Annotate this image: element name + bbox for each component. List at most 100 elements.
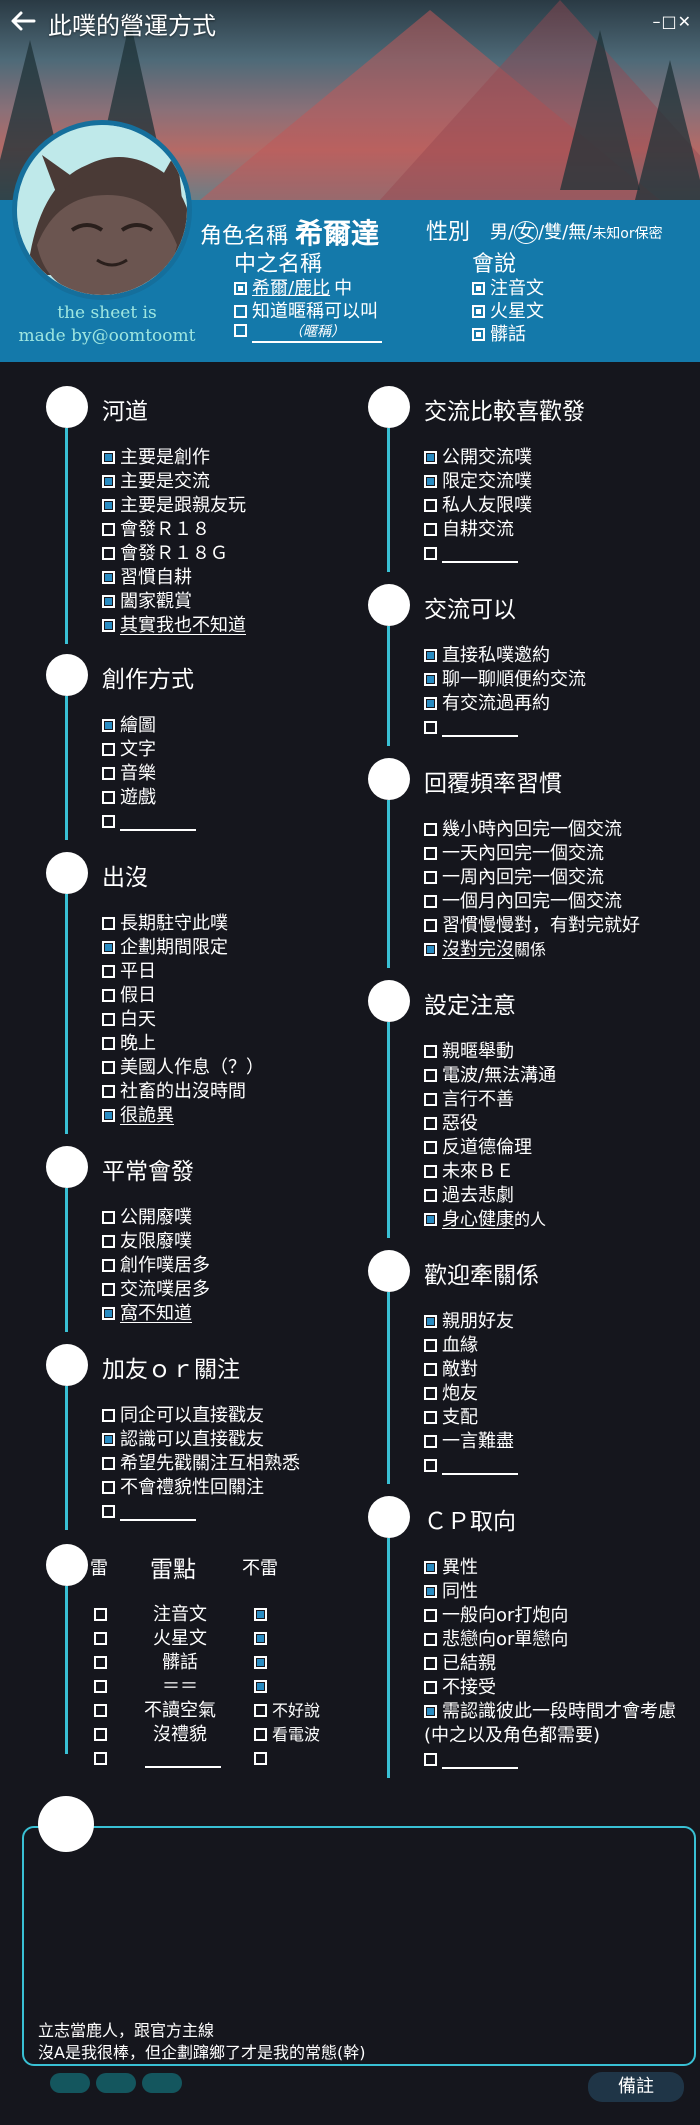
checkbox[interactable] — [424, 1117, 437, 1130]
checkbox[interactable] — [424, 1069, 437, 1082]
checkbox[interactable] — [102, 1457, 115, 1470]
checkbox[interactable] — [94, 1632, 107, 1645]
checkbox-checked[interactable] — [424, 1315, 437, 1328]
page-dot[interactable] — [142, 2073, 182, 2093]
checkbox-checked[interactable] — [102, 619, 115, 632]
blank-field[interactable] — [442, 1457, 518, 1475]
checkbox[interactable] — [102, 1283, 115, 1296]
checkbox-checked[interactable] — [424, 943, 437, 956]
checkbox[interactable] — [102, 1409, 115, 1422]
checkbox[interactable] — [424, 895, 437, 908]
checkbox[interactable] — [254, 1728, 267, 1741]
checkbox-checked[interactable] — [234, 282, 247, 295]
page-dot[interactable] — [96, 2073, 136, 2093]
checkbox[interactable] — [424, 1363, 437, 1376]
checkbox[interactable] — [234, 305, 247, 318]
checkbox-checked[interactable] — [254, 1632, 267, 1645]
checkbox-checked[interactable] — [102, 595, 115, 608]
checkbox-checked[interactable] — [102, 499, 115, 512]
checkbox[interactable] — [102, 917, 115, 930]
checkbox-checked[interactable] — [472, 328, 485, 341]
checkbox-checked[interactable] — [424, 1705, 437, 1718]
blank-field[interactable] — [442, 1751, 518, 1769]
checkbox[interactable] — [102, 965, 115, 978]
checkbox-checked[interactable] — [102, 1109, 115, 1122]
checkbox-checked[interactable] — [424, 697, 437, 710]
checkbox-checked[interactable] — [424, 1561, 437, 1574]
checkbox[interactable] — [424, 1753, 437, 1766]
checkbox-checked[interactable] — [472, 305, 485, 318]
checkbox[interactable] — [424, 523, 437, 536]
blank-field[interactable] — [442, 545, 518, 563]
checkbox[interactable] — [234, 324, 247, 337]
note-button[interactable]: 備註 — [588, 2072, 684, 2102]
checkbox[interactable] — [102, 1085, 115, 1098]
checkbox-checked[interactable] — [472, 282, 485, 295]
checkbox-checked[interactable] — [102, 1307, 115, 1320]
checkbox[interactable] — [102, 815, 115, 828]
checkbox[interactable] — [424, 871, 437, 884]
checkbox[interactable] — [424, 1189, 437, 1202]
checkbox-checked[interactable] — [254, 1656, 267, 1669]
checkbox-checked[interactable] — [424, 1585, 437, 1598]
checkbox[interactable] — [424, 1633, 437, 1646]
checkbox[interactable] — [94, 1728, 107, 1741]
checkbox[interactable] — [424, 1435, 437, 1448]
checkbox[interactable] — [102, 1505, 115, 1518]
checkbox[interactable] — [102, 547, 115, 560]
checkbox[interactable] — [102, 767, 115, 780]
checkbox[interactable] — [102, 1259, 115, 1272]
checkbox-checked[interactable] — [102, 451, 115, 464]
checkbox-checked[interactable] — [102, 719, 115, 732]
checkbox-checked[interactable] — [102, 941, 115, 954]
checkbox[interactable] — [424, 721, 437, 734]
checkbox[interactable] — [102, 989, 115, 1002]
checkbox[interactable] — [102, 523, 115, 536]
page-dot[interactable] — [50, 2073, 90, 2093]
blank-field[interactable] — [145, 1750, 221, 1768]
checkbox[interactable] — [254, 1752, 267, 1765]
checkbox[interactable] — [424, 1387, 437, 1400]
checkbox[interactable] — [102, 1481, 115, 1494]
checkbox[interactable] — [94, 1656, 107, 1669]
checkbox[interactable] — [424, 499, 437, 512]
gender-option-selected[interactable]: 女 — [514, 221, 539, 244]
checkbox-checked[interactable] — [424, 649, 437, 662]
checkbox[interactable] — [424, 1609, 437, 1622]
gender-option[interactable]: 雙 — [544, 222, 563, 243]
checkbox-checked[interactable] — [102, 475, 115, 488]
checkbox[interactable] — [102, 1211, 115, 1224]
checkbox[interactable] — [94, 1704, 107, 1717]
checkbox[interactable] — [102, 743, 115, 756]
checkbox-checked[interactable] — [424, 451, 437, 464]
checkbox[interactable] — [102, 1235, 115, 1248]
checkbox[interactable] — [424, 823, 437, 836]
checkbox[interactable] — [102, 1013, 115, 1026]
blank-field[interactable] — [120, 813, 196, 831]
blank-field[interactable] — [442, 719, 518, 737]
checkbox[interactable] — [94, 1752, 107, 1765]
checkbox[interactable] — [254, 1704, 267, 1717]
checkbox[interactable] — [94, 1608, 107, 1621]
checkbox[interactable] — [424, 1093, 437, 1106]
checkbox[interactable] — [424, 1165, 437, 1178]
back-arrow-icon[interactable] — [8, 8, 38, 34]
checkbox[interactable] — [94, 1680, 107, 1693]
gender-option[interactable]: 無 — [568, 222, 587, 243]
gender-option[interactable]: 男 — [490, 222, 508, 243]
checkbox-checked[interactable] — [254, 1680, 267, 1693]
checkbox[interactable] — [102, 1061, 115, 1074]
checkbox[interactable] — [424, 1657, 437, 1670]
checkbox[interactable] — [424, 1681, 437, 1694]
window-controls[interactable]: –□✕ — [652, 12, 692, 31]
checkbox[interactable] — [424, 547, 437, 560]
checkbox-checked[interactable] — [102, 571, 115, 584]
checkbox[interactable] — [424, 919, 437, 932]
checkbox[interactable] — [102, 791, 115, 804]
checkbox[interactable] — [102, 1037, 115, 1050]
checkbox[interactable] — [424, 847, 437, 860]
checkbox-checked[interactable] — [424, 673, 437, 686]
checkbox[interactable] — [424, 1141, 437, 1154]
gender-option[interactable]: 未知or保密 — [592, 226, 663, 242]
checkbox[interactable] — [424, 1459, 437, 1472]
